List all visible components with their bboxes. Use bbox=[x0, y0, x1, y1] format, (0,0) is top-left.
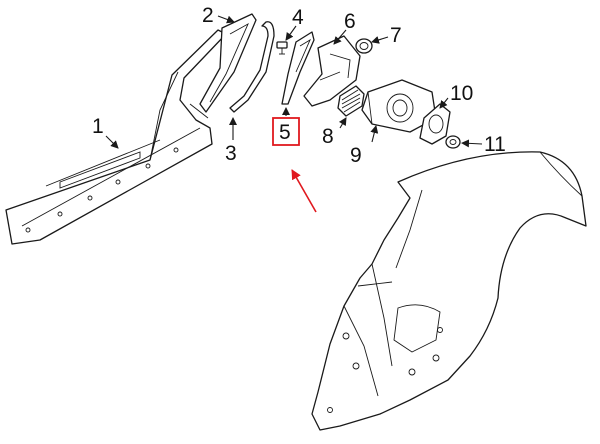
callout-11: 11 bbox=[484, 133, 506, 156]
quarter-panel bbox=[311, 151, 587, 431]
part-8-vent-grille bbox=[337, 85, 365, 117]
part-6-bracket bbox=[303, 35, 361, 107]
callout-7: 7 bbox=[390, 24, 402, 47]
part-11-nut bbox=[445, 135, 461, 149]
callout-5-highlight-box bbox=[272, 117, 300, 146]
part-1-rocker-panel bbox=[5, 29, 227, 245]
callout-10: 10 bbox=[450, 82, 473, 105]
callout-1: 1 bbox=[92, 115, 104, 138]
part-4-clip bbox=[276, 41, 288, 55]
callout-2: 2 bbox=[202, 4, 214, 27]
callout-4: 4 bbox=[292, 6, 304, 29]
part-2-pillar-trim bbox=[199, 13, 257, 113]
part-7-grommet bbox=[355, 38, 373, 54]
part-3-weatherstrip bbox=[229, 21, 275, 113]
callout-8: 8 bbox=[322, 125, 334, 148]
callout-6: 6 bbox=[344, 10, 356, 33]
red-pointer-arrow bbox=[291, 169, 317, 213]
leader-lines bbox=[105, 15, 483, 149]
part-5-pillar-garnish bbox=[281, 31, 315, 105]
callout-9: 9 bbox=[350, 144, 362, 167]
callout-3: 3 bbox=[225, 142, 237, 165]
callout-5: 5 bbox=[279, 121, 291, 144]
